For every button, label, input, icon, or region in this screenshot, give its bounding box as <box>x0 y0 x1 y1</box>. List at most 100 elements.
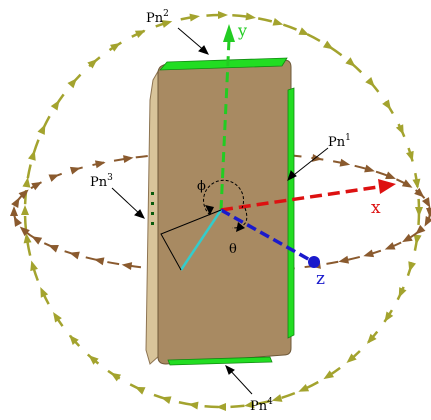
horizontal-ring-arrowhead <box>69 251 80 260</box>
vertical-ring-arrowhead <box>88 355 99 365</box>
horizontal-ring-arrowhead <box>48 174 60 182</box>
pn1-label: Pn1 <box>328 133 351 150</box>
horizontal-ring-arrowhead <box>415 224 426 235</box>
horizontal-ring-arrowhead <box>19 226 30 237</box>
board-bottom-strip <box>167 356 273 366</box>
vertical-ring-arrowhead <box>160 396 172 405</box>
vertical-ring-arrowhead <box>28 150 36 161</box>
horizontal-ring-arrowhead <box>424 215 431 227</box>
vertical-ring-arrowhead <box>346 353 357 364</box>
vertical-ring-arrowhead <box>408 261 416 272</box>
vertical-ring-arrowhead <box>413 234 422 245</box>
horizontal-ring-arrowhead <box>421 197 431 208</box>
vertical-ring-arrowhead <box>30 260 38 272</box>
vertical-ring-arrowhead <box>398 287 407 298</box>
strip-markers <box>151 192 154 225</box>
y-axis-label: y <box>237 21 247 40</box>
vertical-ring-arrowhead <box>345 57 356 67</box>
x-axis-line <box>220 185 379 212</box>
vertical-ring-arrowhead <box>412 178 421 190</box>
vertical-ring-arrowhead <box>245 12 256 21</box>
x-axis-label: x <box>371 198 381 218</box>
pn4-label: Pn4 <box>250 397 273 414</box>
horizontal-ring-arrowhead <box>414 187 425 198</box>
horizontal-ring-arrowhead <box>121 262 133 271</box>
horizontal-ring-arrowhead <box>48 245 59 253</box>
phi-arc <box>203 179 245 216</box>
vertical-ring-arrowhead <box>37 124 46 135</box>
x-axis-arrowhead <box>378 179 396 194</box>
vertical-ring-arrowhead <box>87 58 98 69</box>
vertical-ring-arrowhead <box>395 124 404 136</box>
pn3-label: Pn3 <box>90 173 113 190</box>
vertical-ring-arrowhead <box>382 99 391 111</box>
vertical-ring-arrowhead <box>384 311 394 323</box>
horizontal-ring-arrowhead <box>385 171 396 179</box>
z-axis-label: z <box>316 269 325 289</box>
horizontal-ring-arrowhead <box>338 255 350 264</box>
horizontal-ring-arrowhead <box>31 236 43 245</box>
board-right-strip <box>287 87 295 339</box>
horizontal-ring-arrowhead <box>13 216 23 227</box>
vertical-ring-arrowhead <box>23 232 32 244</box>
vertical-ring-arrows <box>21 11 423 411</box>
vertical-ring-arrowhead <box>50 99 60 111</box>
horizontal-ring-arrowhead <box>93 257 105 266</box>
horizontal-ring-arrowhead <box>426 208 431 218</box>
vertical-ring-arrowhead <box>415 207 423 217</box>
pn2-label: Pn2 <box>146 9 169 26</box>
vertical-ring-arrowhead <box>40 286 49 298</box>
horizontal-ring-arrowhead <box>401 179 413 188</box>
vertical-ring-arrowhead <box>188 401 199 410</box>
vertical-ring-arrowhead <box>161 20 173 28</box>
horizontal-ring-arrowhead <box>339 158 351 167</box>
horizontal-ring-arrowhead <box>123 155 134 164</box>
vertical-ring-arrowhead <box>365 76 375 88</box>
vertical-ring-arrowhead <box>69 334 79 346</box>
z-axis-line <box>220 208 311 262</box>
vertical-ring-arrowhead <box>406 150 414 162</box>
horizontal-ring-arrowhead <box>11 197 20 209</box>
vertical-ring-arrowhead <box>244 400 255 409</box>
vertical-ring-arrowhead <box>110 372 122 382</box>
vertical-ring-arrowhead <box>134 386 146 395</box>
projection-vector <box>179 209 223 271</box>
horizontal-ring-arrowhead <box>94 160 106 169</box>
leader-lines <box>111 27 329 395</box>
horizontal-ring-arrowhead <box>18 189 29 200</box>
phi-arrowhead <box>205 205 214 215</box>
y-axis-line <box>219 39 231 211</box>
phi-label: ϕ <box>197 179 206 194</box>
vertical-ring-arrowhead <box>134 30 146 38</box>
vertical-ring-arrowhead <box>53 311 62 323</box>
board-top-strip <box>159 57 288 71</box>
z-axis-endpoint <box>308 256 320 268</box>
horizontal-ring-arrowhead <box>363 249 375 258</box>
vertical-ring-arrowhead <box>298 27 310 36</box>
horizontal-ring-arrowhead <box>10 206 18 216</box>
projection-construction-lines <box>160 209 222 271</box>
vertical-ring-arrowhead <box>216 403 226 411</box>
vertical-ring-arrowhead <box>366 333 377 344</box>
theta-arc <box>231 207 248 229</box>
vertical-ring-arrowhead <box>323 370 335 380</box>
vertical-ring-arrowhead <box>298 384 310 392</box>
horizontal-ring-arrowhead <box>69 166 81 175</box>
vertical-ring-arrowhead <box>272 17 284 26</box>
y-axis-arrowhead <box>223 24 235 42</box>
vertical-ring-arrowhead <box>189 13 200 22</box>
vertical-ring-arrowhead <box>322 40 334 50</box>
vertical-ring-arrowhead <box>109 42 121 52</box>
vertical-ring-arrowhead <box>22 177 31 188</box>
vertical-ring-arrowhead <box>218 11 228 19</box>
horizontal-ring-arrowhead <box>311 153 323 162</box>
horizontal-ring-arrowhead <box>402 233 413 243</box>
vertical-ring-arrowhead <box>271 394 283 402</box>
theta-label: θ <box>229 242 237 257</box>
horizontal-ring-arrowhead <box>384 242 396 250</box>
vertical-ring-arrowhead <box>21 205 29 215</box>
theta-arrowhead <box>236 222 245 232</box>
vertical-ring-arrowhead <box>67 78 78 89</box>
